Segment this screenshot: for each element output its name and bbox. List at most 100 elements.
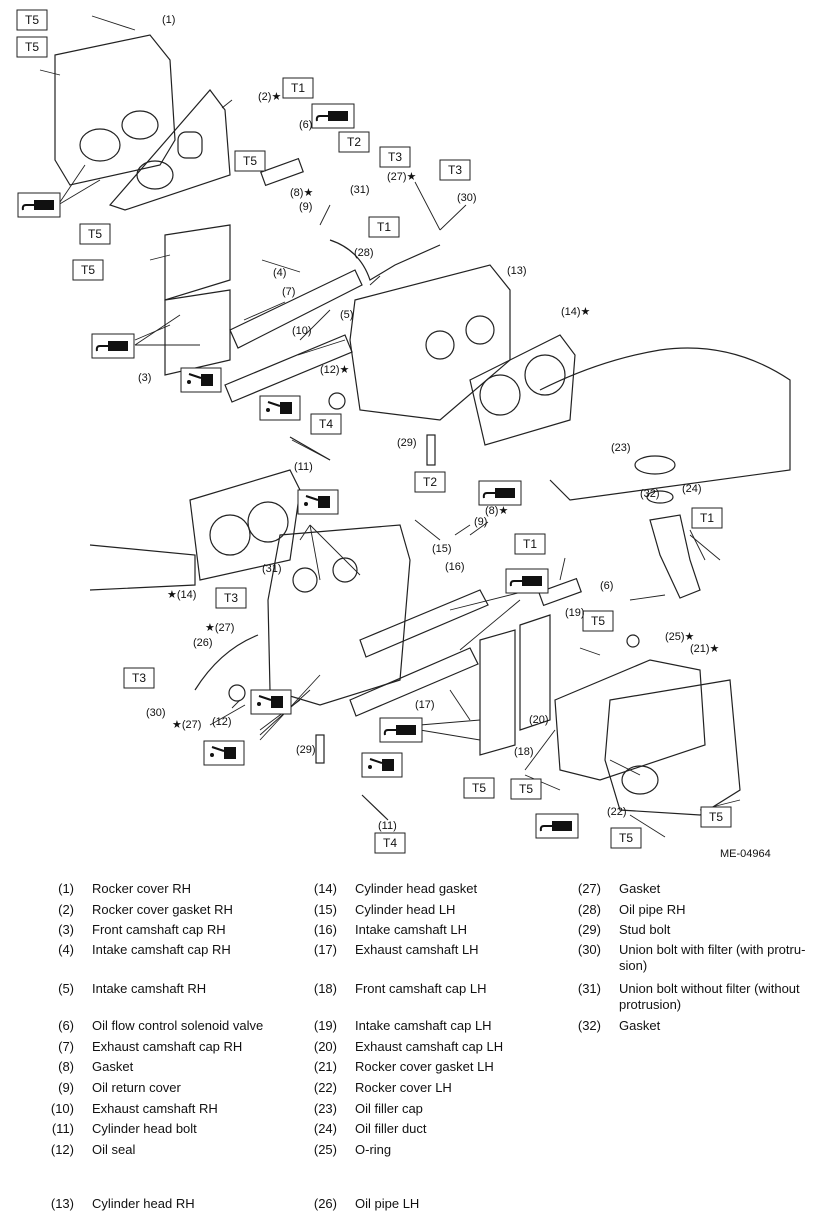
camshaft-caps-lh-2: [519, 614, 551, 731]
torque-callout-label: T5: [619, 831, 633, 845]
torque-callout-box: [368, 216, 400, 238]
torque-callout-label: T5: [591, 614, 605, 628]
leader-line: [524, 729, 556, 771]
solenoid-valve-lh: [538, 577, 582, 607]
torque-callout-t1: T1: [514, 533, 546, 555]
oil-can-icon: [361, 752, 403, 778]
cylinder-head-rh-bore: [425, 330, 455, 360]
part-number-label: (9): [474, 516, 487, 528]
legend-number: (12): [50, 1142, 74, 1157]
stud-bolt-lh: [315, 734, 325, 764]
leader-line: [57, 179, 101, 206]
torque-callout-box: [374, 832, 406, 854]
leader-line: [209, 704, 246, 726]
legend-description: Rocker cover RH: [92, 881, 191, 896]
part-number-label: (2)★: [258, 91, 281, 103]
legend-description: Oil seal: [92, 1142, 136, 1157]
oil-can-icon: [203, 740, 245, 766]
torque-callout-t5: T5: [79, 223, 111, 245]
torque-callout-t2: T2: [414, 471, 446, 493]
torque-callout-label: T4: [383, 836, 397, 850]
torque-callout-box: [79, 223, 111, 245]
torque-callout-label: T2: [423, 475, 437, 489]
cylinder-head-gasket-lh-bore: [247, 501, 289, 543]
legend-number: (30): [577, 942, 601, 957]
legend-number: (29): [577, 922, 601, 937]
cylinder-head-gasket-lh: [189, 469, 301, 581]
cylinder-head-gasket-rh: [469, 334, 576, 446]
legend-number: (32): [577, 1018, 601, 1033]
legend-number: (17): [313, 942, 337, 957]
torque-callout-box: [123, 667, 155, 689]
leader-line: [299, 309, 331, 341]
part-number-label: (11): [294, 461, 313, 473]
legend-description: Front camshaft cap LH: [355, 981, 487, 996]
part-number-label: (15): [432, 543, 452, 555]
torque-callout-label: T1: [700, 511, 714, 525]
torque-callout-label: T5: [709, 810, 723, 824]
cylinder-head-rh: [349, 264, 511, 421]
part-number-label: (27)★: [387, 171, 417, 183]
torque-callout-label: T1: [523, 537, 537, 551]
engine-block-outline: [539, 347, 791, 501]
part-number-label: (32): [640, 488, 660, 500]
legend-description: Rocker cover gasket RH: [92, 902, 233, 917]
leader-line: [291, 439, 331, 461]
torque-callout-t1: T1: [282, 77, 314, 99]
legend-description: Intake camshaft LH: [355, 922, 467, 937]
torque-callout-label: T4: [319, 417, 333, 431]
leader-line: [689, 529, 706, 561]
oil-can-icon: [180, 367, 222, 393]
leader-line: [439, 204, 467, 231]
legend-number: (21): [313, 1059, 337, 1074]
torque-callout-label: T3: [448, 163, 462, 177]
part-number-label: (18): [514, 746, 534, 758]
legend-number: (22): [313, 1080, 337, 1095]
part-number-label: ★(14): [167, 589, 196, 601]
oil-filler-duct: [649, 514, 701, 599]
cylinder-head-lh-bore: [292, 567, 318, 593]
cylinder-head-rh-bore: [465, 315, 495, 345]
engine-block-lh-outline: [89, 544, 196, 591]
legend-number: (5): [58, 981, 74, 996]
rocker-cover-gasket-lh: [554, 659, 706, 781]
legend-description: Intake camshaft cap LH: [355, 1018, 492, 1033]
leader-line: [609, 759, 641, 776]
sealant-tube-icon: [17, 192, 61, 218]
part-number-label: (22): [607, 806, 627, 818]
sealant-tube-icon: [91, 333, 135, 359]
legend-description: Front camshaft cap RH: [92, 922, 226, 937]
torque-callout-label: T3: [224, 591, 238, 605]
leader-line: [419, 729, 481, 741]
legend-description: Oil flow control solenoid valve: [92, 1018, 264, 1033]
legend-number: (7): [58, 1039, 74, 1054]
intake-camshaft-rh: [229, 269, 363, 349]
torque-callout-label: T5: [25, 40, 39, 54]
leader-line: [231, 699, 241, 709]
oil-filler-cap: [634, 455, 676, 475]
legend-number: (8): [58, 1059, 74, 1074]
part-number-label: (8)★: [485, 505, 508, 517]
leader-line: [689, 534, 721, 561]
torque-callout-label: T3: [388, 150, 402, 164]
torque-callout-box: [310, 413, 342, 435]
torque-callout-label: T1: [291, 81, 305, 95]
legend-number: (31): [577, 981, 601, 996]
leader-line: [414, 181, 441, 231]
part-number-label: (8)★: [290, 187, 313, 199]
rocker-cover-rh: [54, 34, 176, 186]
torque-callout-box: [463, 777, 495, 799]
front-camshaft-cap-rh: [164, 289, 231, 376]
torque-callout-label: T5: [25, 13, 39, 27]
camshaft-caps-lh: [479, 629, 516, 756]
oil-can-icon: [250, 689, 292, 715]
part-number-label: (13): [507, 265, 527, 277]
part-number-label: (29): [397, 437, 417, 449]
leader-line: [39, 69, 61, 76]
legend-number: (1): [58, 881, 74, 896]
legend-number: (28): [577, 902, 601, 917]
part-number-label: (3): [138, 372, 151, 384]
legend-description: Oil pipe RH: [619, 902, 686, 917]
legend-description: Gasket: [619, 881, 661, 896]
legend-number: (6): [58, 1018, 74, 1033]
